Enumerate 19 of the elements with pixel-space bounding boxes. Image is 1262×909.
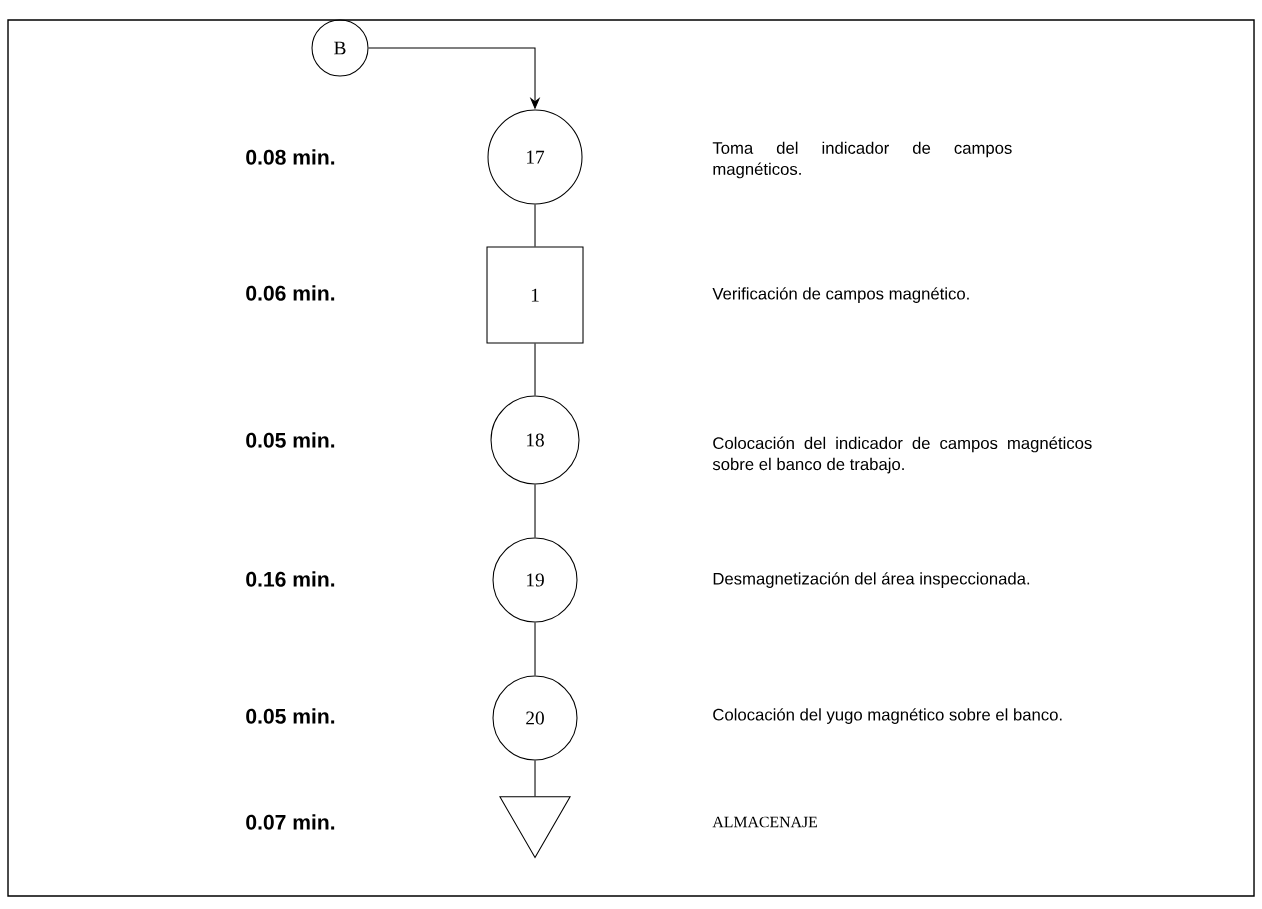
duration: 0.06 min.	[246, 285, 335, 301]
description: Toma del indicador de campos magnéticos.	[712, 141, 1012, 179]
connector-line	[534, 343, 536, 396]
storage-triangle	[499, 796, 571, 859]
description: Verificación de campos magnético.	[712, 287, 969, 303]
duration: 0.16 min.	[246, 571, 335, 587]
duration: 0.05 min.	[246, 432, 335, 448]
duration: 0.08 min.	[246, 149, 335, 165]
description: ALMACENAJE	[712, 816, 817, 828]
connector-line	[534, 622, 536, 676]
description: Colocación del indicador de campos magnéticos sobre el banco de trabajo.	[712, 436, 1092, 474]
inspection-square: 1	[486, 246, 584, 344]
duration: 0.05 min.	[246, 708, 335, 724]
description: Colocación del yugo magnético sobre el banco.	[713, 708, 1062, 724]
connector-line	[534, 484, 536, 538]
description: Desmagnetización del área inspeccionada.	[713, 572, 1030, 588]
connector-line	[534, 204, 536, 247]
duration: 0.07 min.	[246, 814, 335, 830]
connector-line	[534, 760, 536, 797]
